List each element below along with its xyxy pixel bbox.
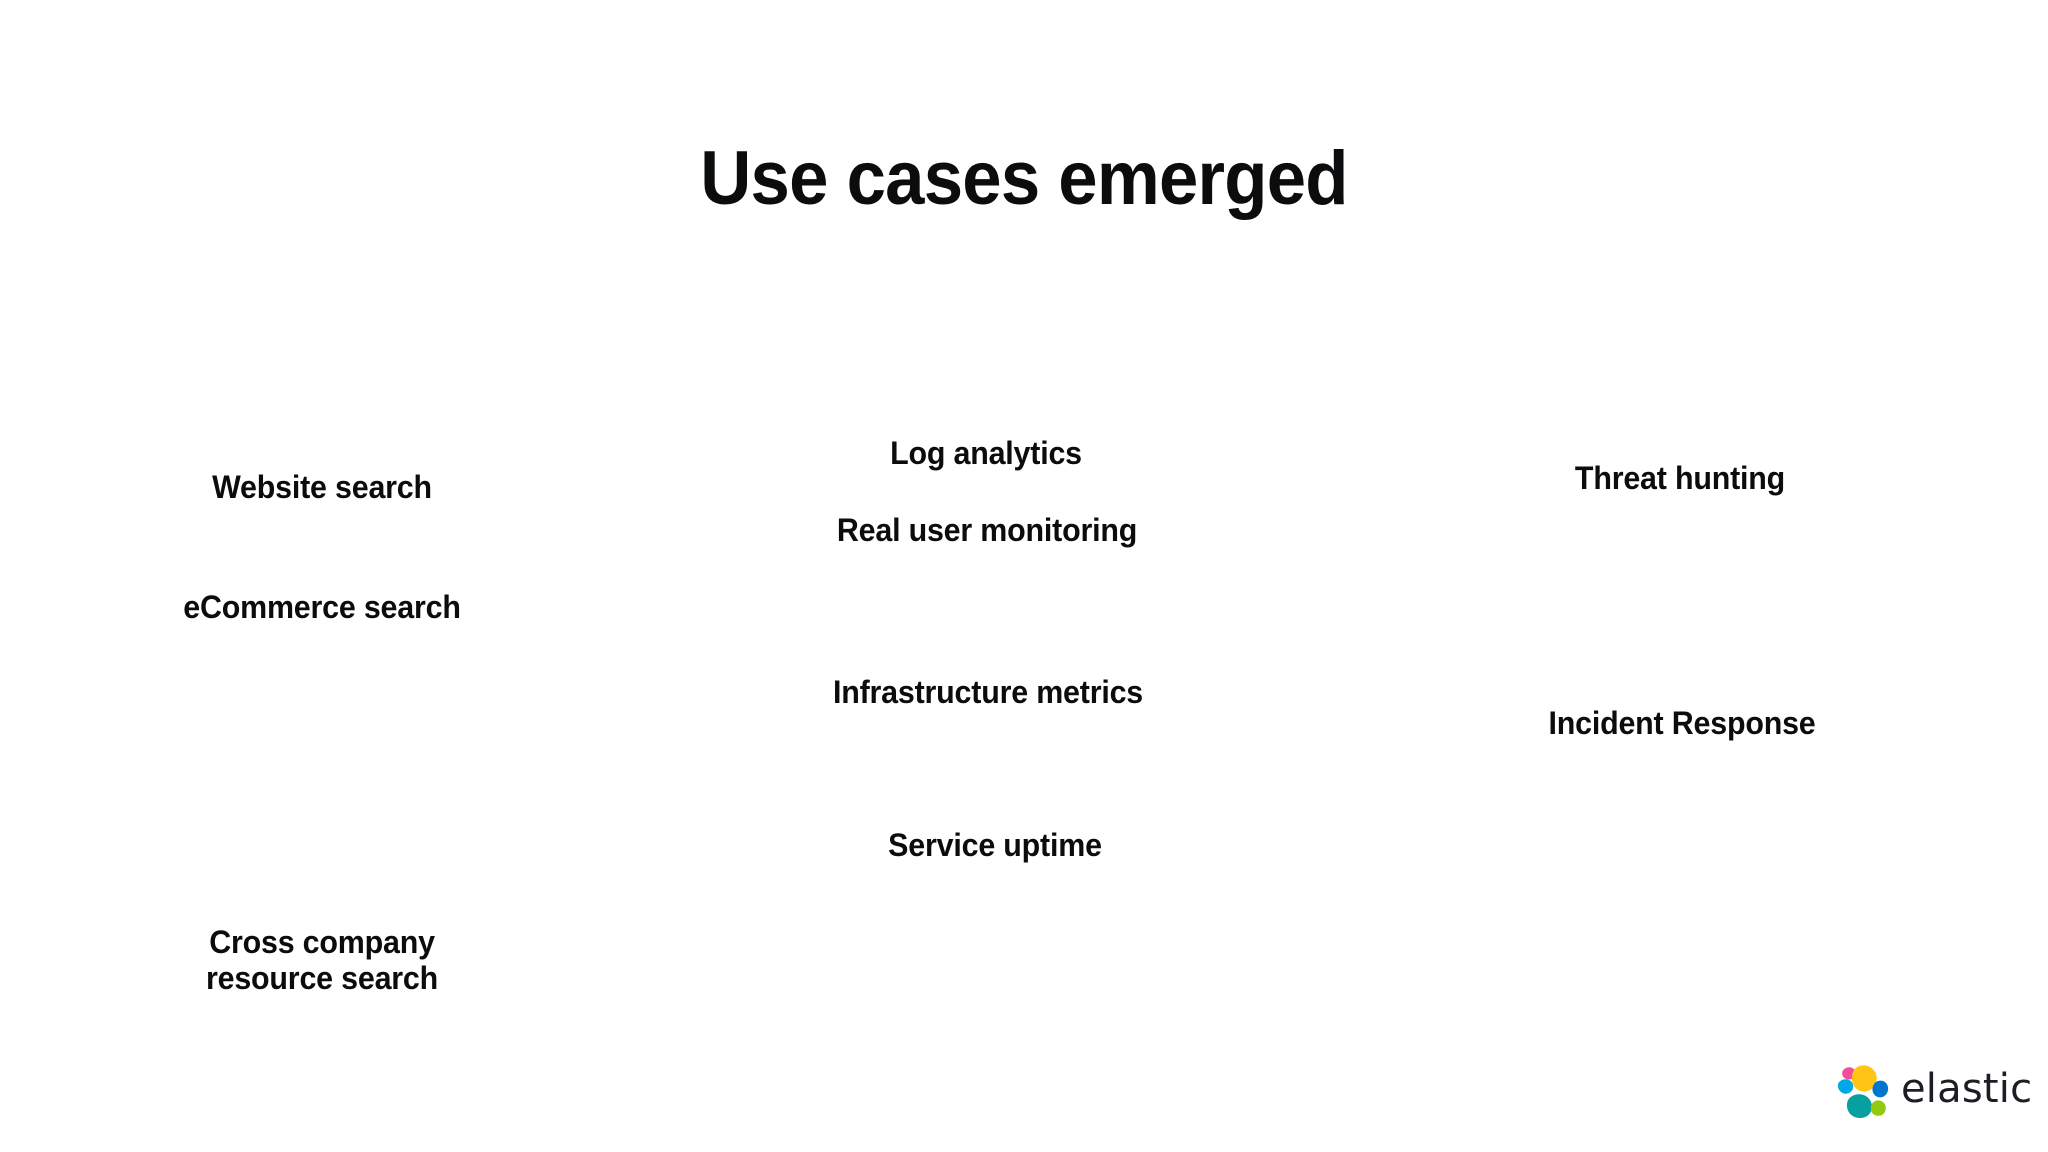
usecase-label-service-uptime: Service uptime — [888, 827, 1102, 863]
brand-wordmark: elastic — [1901, 1066, 2033, 1112]
usecase-label-cross-company-resource-search: Cross company resource search — [205, 924, 439, 996]
brand-logo: elastic — [1833, 1052, 2033, 1126]
elastic-logo-icon — [1837, 1065, 1889, 1118]
usecase-label-incident-response: Incident Response — [1548, 705, 1816, 741]
usecase-label-website-search: Website search — [212, 469, 432, 505]
usecase-label-infrastructure-metrics: Infrastructure metrics — [832, 674, 1144, 710]
usecase-label-real-user-monitoring: Real user monitoring — [836, 512, 1138, 548]
page-title: Use cases emerged — [700, 135, 1348, 221]
usecase-label-log-analytics: Log analytics — [890, 435, 1082, 471]
usecase-label-ecommerce-search: eCommerce search — [183, 589, 461, 625]
usecase-label-threat-hunting: Threat hunting — [1574, 460, 1786, 496]
